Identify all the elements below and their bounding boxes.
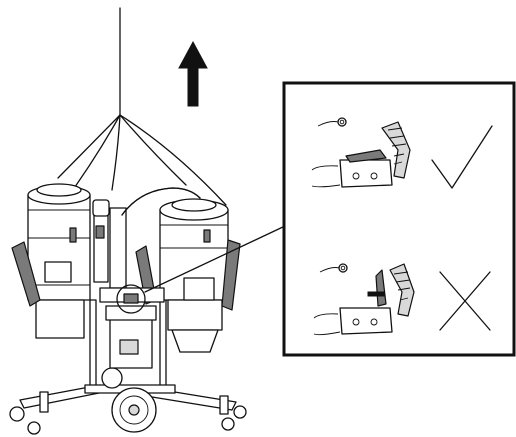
- latch-closed-detail: [311, 117, 411, 188]
- latch-open-detail: [313, 263, 415, 336]
- detail-callout: [282, 81, 516, 357]
- hoist-cable: [57, 7, 227, 206]
- checkmark-icon: [431, 125, 493, 189]
- center-tubes: [92, 199, 127, 289]
- right-drum: [135, 198, 241, 353]
- hose: [121, 187, 201, 216]
- x-mark-icon: [439, 271, 491, 331]
- left-drum: [11, 183, 91, 339]
- wheels: [9, 367, 247, 435]
- latch-highlight: [116, 284, 146, 314]
- dust-extractor: [9, 183, 247, 435]
- arrow-up-icon: [178, 40, 208, 107]
- callout-leader: [144, 225, 286, 293]
